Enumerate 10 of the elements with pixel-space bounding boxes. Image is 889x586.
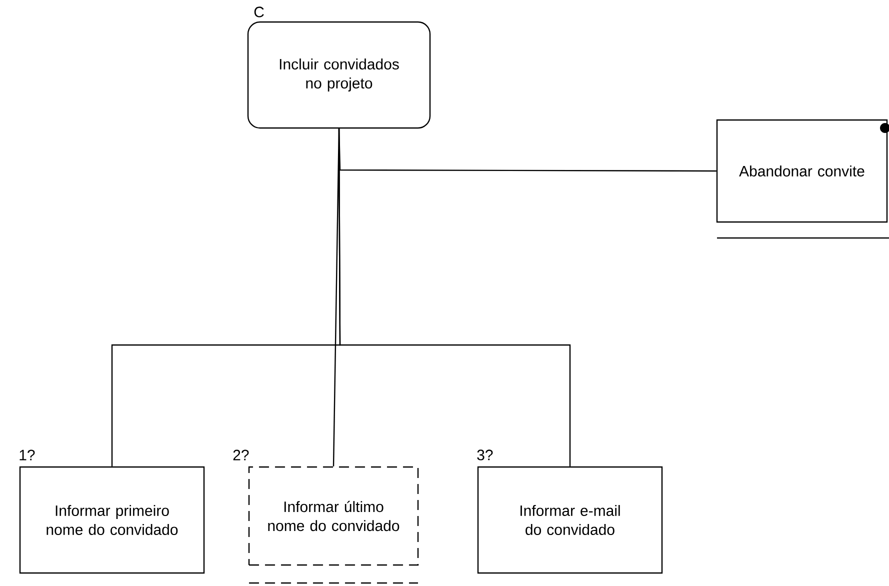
connector-line [338,128,571,466]
rounded-box: Incluir convidados no projeto [247,21,431,129]
callout-label: C [254,6,264,18]
process-box: Informar primeiro nome do convidado [19,466,205,574]
callout-label: 1? [20,450,35,460]
dashed-box: Informar último nome do convidado [248,466,419,566]
callout-label: 3? [477,450,493,460]
process-box: Informar e-mail do convidado [477,466,663,574]
callout-label: 2? [233,450,249,460]
process-box: Abandonar convite [716,119,888,223]
